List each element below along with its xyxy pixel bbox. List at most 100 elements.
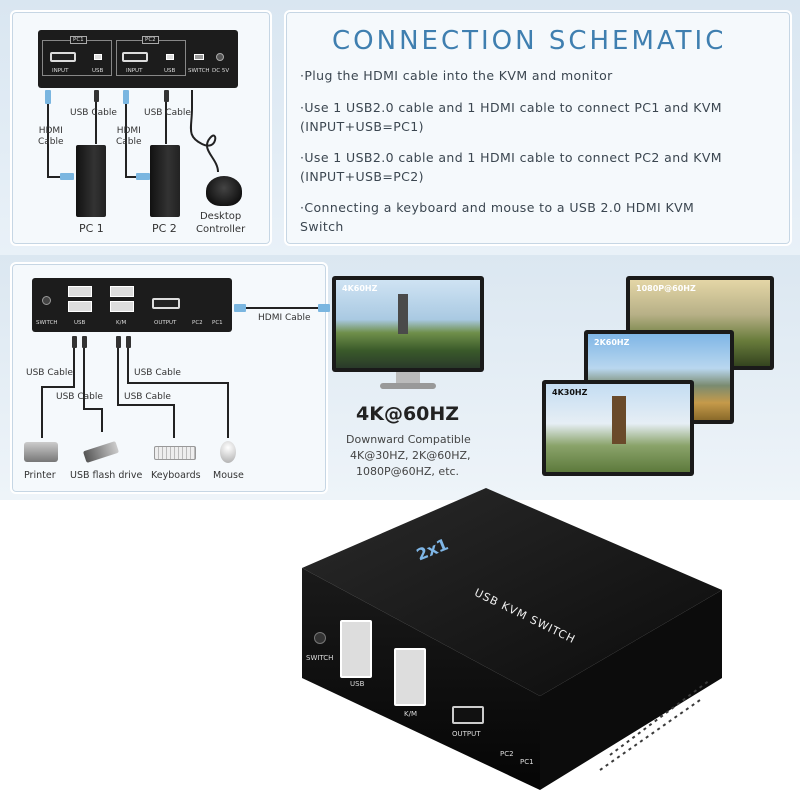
kvm-front-panel: SWITCH USB K/M OUTPUT PC2 PC1: [32, 278, 232, 332]
bullet-3-note: (INPUT+USB=PC2): [300, 169, 424, 184]
usb-cable-a-down: [41, 386, 43, 438]
usb-cable-c-bend: [117, 404, 175, 406]
dc-jack: [216, 53, 224, 61]
input-label-pc2: INPUT: [126, 68, 143, 74]
hdmi-output-port: [152, 298, 180, 309]
usb-cable-a: [73, 348, 75, 386]
pagoda-icon: [398, 294, 408, 334]
usb-label-pc2: USB: [164, 68, 176, 74]
keyboard-icon: [154, 446, 196, 460]
schematic-text-panel: [284, 10, 792, 246]
product-pc1-label: PC1: [520, 758, 534, 766]
resolution-headline: 4K@60HZ: [356, 403, 460, 425]
compat-line-1: Downward Compatible: [346, 433, 471, 446]
pc1-tower-icon: [76, 145, 106, 217]
usb-cable-b: [83, 348, 85, 408]
screen-4k30-label: 4K30HZ: [552, 388, 588, 397]
usb-cable-d-bend: [127, 382, 229, 384]
hdmi-cable-pc2-bend: [125, 176, 137, 178]
hdmi-plug-monitor: [318, 304, 330, 312]
printer-label: Printer: [24, 470, 56, 481]
hdmi-port-pc1: [50, 52, 76, 62]
hdmi-plug-kvm: [234, 304, 246, 312]
hdmi-cable-label-1: HDMI Cable: [38, 126, 64, 147]
usb-port-pc2: [166, 54, 174, 60]
hdmi-cable-label-bottom: HDMI Cable: [258, 313, 311, 323]
tower-icon: [612, 396, 626, 444]
product-usb-ports: [340, 620, 372, 678]
product-output-label: OUTPUT: [452, 730, 481, 738]
pc2-led-label: PC2: [192, 320, 203, 326]
usb-plug-pc1: [94, 90, 99, 102]
controller-cable: [189, 90, 219, 173]
product-pc2-label: PC2: [500, 750, 514, 758]
desktop-controller-label: Desktop Controller: [196, 211, 246, 235]
hdmi-cable-pc1-bend: [47, 176, 61, 178]
usb-port-pc1: [94, 54, 102, 60]
desktop-controller-icon: [206, 176, 242, 206]
main-screen: 4K60HZ: [336, 280, 480, 368]
usb-cable-b-bend: [83, 408, 103, 410]
usb-port-1: [68, 286, 92, 297]
hdmi-cable-pc2: [125, 104, 127, 176]
mouse-icon: [220, 441, 236, 463]
schematic-title: CONNECTION SCHEMATIC: [332, 26, 727, 56]
usb-cable-label-c: USB Cable: [56, 392, 103, 402]
hdmi-cable-label-2: HDMI Cable: [116, 126, 142, 147]
usb-cable-label-b: USB Cable: [134, 368, 181, 378]
keyboards-label: Keyboards: [151, 470, 201, 481]
hdmi-cable-to-monitor: [234, 307, 330, 309]
pc2-tag: PC2: [142, 36, 159, 44]
usb-cable-label-a: USB Cable: [26, 368, 73, 378]
compat-line-2: 4K@30HZ, 2K@60HZ,: [350, 449, 471, 462]
screen-2k-label: 2K60HZ: [594, 338, 630, 347]
switch-button: [42, 296, 51, 305]
hdmi-plug-pc2-top: [123, 90, 129, 104]
usb-plug-d: [126, 336, 131, 348]
product-km-label: K/M: [404, 710, 417, 718]
hdmi-port-pc2: [122, 52, 148, 62]
hdmi-plug-pc1-bottom: [60, 173, 74, 180]
usb-cable-c: [117, 348, 119, 404]
bullet-2: ·Use 1 USB2.0 cable and 1 HDMI cable to …: [300, 100, 722, 115]
input-label-pc1: INPUT: [52, 68, 69, 74]
mouse-label: Mouse: [213, 470, 244, 481]
output-label-front: OUTPUT: [154, 320, 177, 326]
usb-cable-d-down: [227, 382, 229, 438]
product-switch-label: SWITCH: [306, 654, 334, 662]
pc2-tower-icon: [150, 145, 180, 217]
usb-cable-b-down: [101, 408, 103, 432]
monitor-4k30: 4K30HZ: [542, 380, 694, 476]
switch-label: SWITCH: [188, 68, 210, 74]
product-switch-button: [314, 632, 326, 644]
hdmi-plug-pc2-bottom: [136, 173, 150, 180]
hdmi-cable-pc1: [47, 104, 49, 176]
usb-plug-b: [82, 336, 87, 348]
bullet-2-note: (INPUT+USB=PC1): [300, 119, 424, 134]
kvm-switch-photo: [302, 488, 722, 790]
usb-cable-a-bend: [41, 386, 75, 388]
monitor-base: [380, 383, 436, 389]
product-usb-label: USB: [350, 680, 365, 688]
switch-label-front: SWITCH: [36, 320, 58, 326]
usb-cable-c-down: [173, 404, 175, 438]
bullet-4-note: Switch: [300, 219, 344, 234]
usb-plug-pc2: [164, 90, 169, 102]
kvm-rear-panel: PC1 INPUT USB PC2 INPUT USB SWITCH DC 5V: [38, 30, 238, 88]
usb-label-front: USB: [74, 320, 86, 326]
km-label-front: K/M: [116, 320, 127, 326]
pc1-label: PC 1: [79, 222, 104, 235]
usb-cable-label-d: USB Cable: [124, 392, 171, 402]
usb-cable-label-1: USB Cable: [70, 108, 117, 118]
km-port-2: [110, 301, 134, 312]
main-screen-label: 4K60HZ: [342, 284, 378, 293]
usb-plug-c: [116, 336, 121, 348]
pc1-tag: PC1: [70, 36, 87, 44]
main-monitor: 4K60HZ: [332, 276, 484, 372]
bullet-3: ·Use 1 USB2.0 cable and 1 HDMI cable to …: [300, 150, 722, 165]
switch-port: [194, 54, 204, 60]
monitor-neck: [396, 372, 420, 384]
usb-port-2: [68, 301, 92, 312]
screen-4k30: 4K30HZ: [546, 384, 690, 472]
